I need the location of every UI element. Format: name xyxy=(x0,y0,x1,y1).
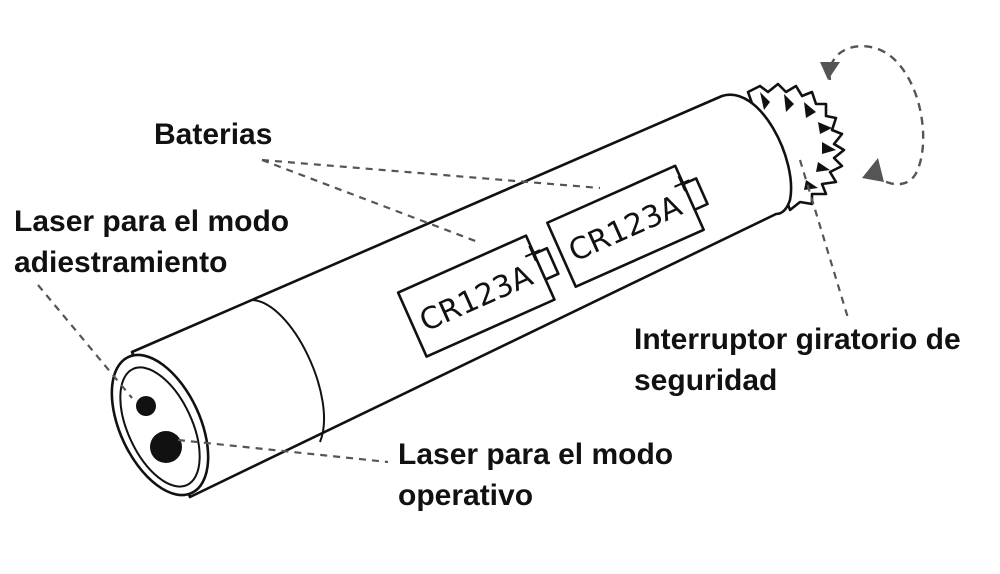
batteries-label: Baterias xyxy=(154,118,272,151)
training-laser-aperture xyxy=(136,396,156,416)
safety-switch-label-line1: Interruptor giratorio de xyxy=(634,323,961,356)
operative-laser-label-line2: operativo xyxy=(398,479,533,512)
leader-safety-switch xyxy=(798,159,850,319)
training-laser-label-line1: Laser para el modo xyxy=(14,205,289,238)
leader-battery-2 xyxy=(261,158,601,190)
front-face xyxy=(110,353,210,497)
training-laser-label-line2: adiestramiento xyxy=(14,246,227,279)
operative-laser-aperture xyxy=(150,431,182,463)
leader-operative-laser xyxy=(177,438,389,464)
rotation-arrow-icon xyxy=(820,44,925,186)
leader-training-laser xyxy=(37,284,133,399)
operative-laser-label-line1: Laser para el modo xyxy=(398,438,673,471)
leader-battery-1 xyxy=(261,158,479,244)
rotary-switch-knob xyxy=(746,82,846,212)
battery-1: CR123A + xyxy=(396,234,560,358)
leader-lines xyxy=(37,158,850,464)
safety-switch-label-line2: seguridad xyxy=(634,364,777,397)
